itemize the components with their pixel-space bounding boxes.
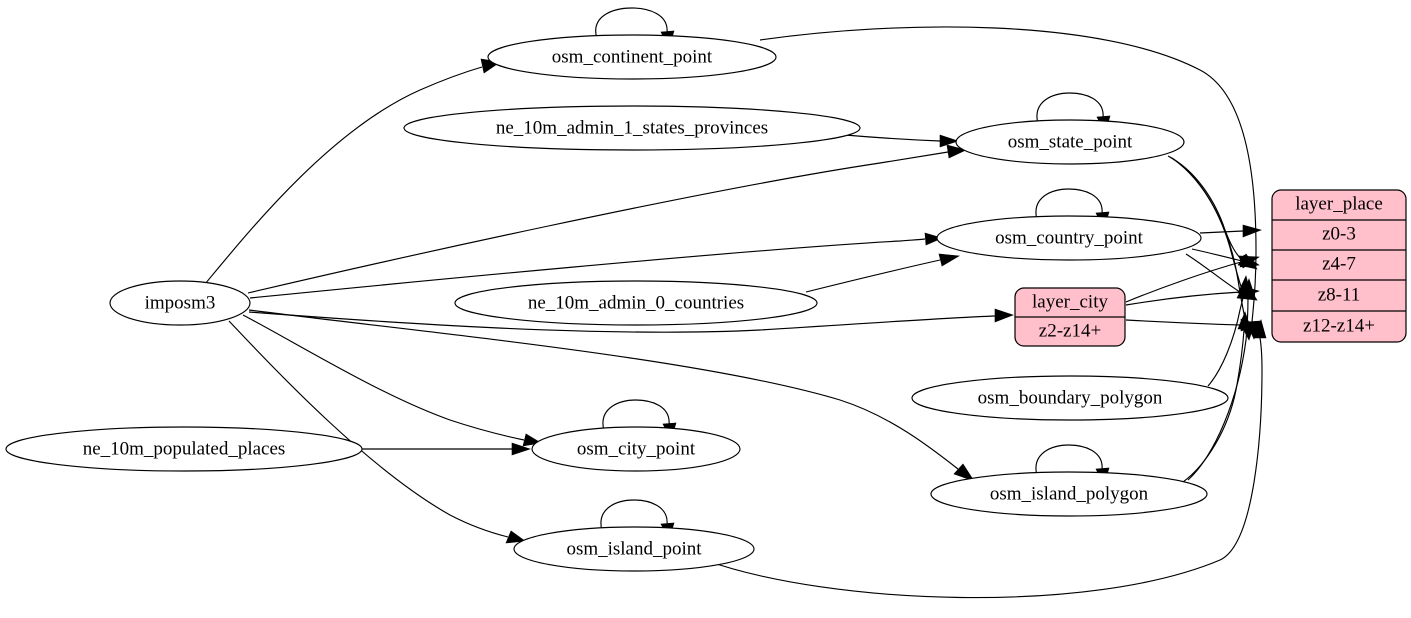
edge-layer xyxy=(204,26,1267,599)
record-node-layer_place[interactable]: layer_place z0-3 z4-7 z8-11 z12-z14+ xyxy=(1271,189,1407,343)
record-row-layer_place-z0[interactable]: z0-3 xyxy=(1322,223,1356,244)
node-osm_continent_point[interactable]: osm_continent_point xyxy=(487,34,777,80)
node-ne_10m_admin_0_countries[interactable]: ne_10m_admin_0_countries xyxy=(454,280,818,326)
record-row-layer_place-z4[interactable]: z4-7 xyxy=(1322,253,1356,274)
edge-osm_island_point-to-layer_place-z12 xyxy=(704,319,1267,599)
node-osm_state_point[interactable]: osm_state_point xyxy=(955,119,1185,165)
edge-imposm3-to-osm_continent_point xyxy=(204,58,501,285)
node-label-osm_island_point: osm_island_point xyxy=(566,538,702,559)
edge-ne_10m_populated_places-to-osm_city_point xyxy=(362,442,531,456)
record-layer: layer_city z2-z14+ layer_place z0-3 z4-7… xyxy=(1014,189,1407,347)
record-row-layer_place-z12[interactable]: z12-z14+ xyxy=(1303,315,1375,336)
node-ne_10m_populated_places[interactable]: ne_10m_populated_places xyxy=(5,426,363,472)
edge-osm_country_point-to-layer_place-z0 xyxy=(1199,224,1262,238)
edge-imposm3-to-osm_city_point xyxy=(242,314,542,447)
node-label-ne_10m_admin_1_states_provinces: ne_10m_admin_1_states_provinces xyxy=(496,117,768,138)
node-osm_country_point[interactable]: osm_country_point xyxy=(936,215,1202,261)
node-ne_10m_admin_1_states_provinces[interactable]: ne_10m_admin_1_states_provinces xyxy=(403,105,861,151)
edge-imposm3-to-osm_island_point xyxy=(228,320,526,544)
record-row-layer_place-z8[interactable]: z8-11 xyxy=(1318,284,1361,305)
node-osm_city_point[interactable]: osm_city_point xyxy=(531,426,741,472)
node-imposm3[interactable]: imposm3 xyxy=(109,280,251,326)
edge-osm_island_polygon-to-layer_place-z8 xyxy=(1187,278,1256,481)
node-label-osm_state_point: osm_state_point xyxy=(1008,131,1133,152)
node-label-imposm3: imposm3 xyxy=(145,292,216,313)
node-label-osm_boundary_polygon: osm_boundary_polygon xyxy=(978,387,1163,408)
edge-imposm3-to-layer_city xyxy=(248,308,1014,333)
node-label-ne_10m_populated_places: ne_10m_populated_places xyxy=(83,438,286,459)
node-layer: imposm3 ne_10m_populated_places ne_10m_a… xyxy=(5,34,1229,572)
edge-imposm3-to-osm_state_point xyxy=(247,144,967,294)
node-label-osm_continent_point: osm_continent_point xyxy=(552,46,713,67)
edge-osm_island_polygon-to-layer_place-z12 xyxy=(1182,311,1252,483)
node-osm_boundary_polygon[interactable]: osm_boundary_polygon xyxy=(911,375,1229,421)
record-row-layer_city-z2[interactable]: z2-z14+ xyxy=(1039,320,1101,341)
edge-ne_10m_admin_1_states_provinces-to-osm_state_point xyxy=(844,134,959,148)
node-label-osm_country_point: osm_country_point xyxy=(995,227,1143,248)
edge-imposm3-to-osm_country_point xyxy=(249,232,943,299)
edge-imposm3-to-osm_island_polygon xyxy=(248,309,975,482)
node-label-ne_10m_admin_0_countries: ne_10m_admin_0_countries xyxy=(528,292,744,313)
edge-ne_10m_admin_0_countries-to-osm_country_point xyxy=(805,253,960,293)
edge-osm_continent_point-to-layer_place-z12 xyxy=(759,26,1262,340)
record-row-layer_place-title: layer_place xyxy=(1295,193,1383,214)
node-osm_island_polygon[interactable]: osm_island_polygon xyxy=(930,471,1208,517)
node-label-osm_island_polygon: osm_island_polygon xyxy=(990,483,1149,504)
edge-osm_state_point-to-layer_place-z4 xyxy=(1167,155,1258,270)
record-row-layer_city-title: layer_city xyxy=(1032,291,1108,312)
node-osm_island_point[interactable]: osm_island_point xyxy=(513,526,755,572)
edge-layer_city-to-layer_place-z4 xyxy=(1125,255,1260,303)
record-node-layer_city[interactable]: layer_city z2-z14+ xyxy=(1014,287,1126,347)
node-label-osm_city_point: osm_city_point xyxy=(577,438,696,459)
